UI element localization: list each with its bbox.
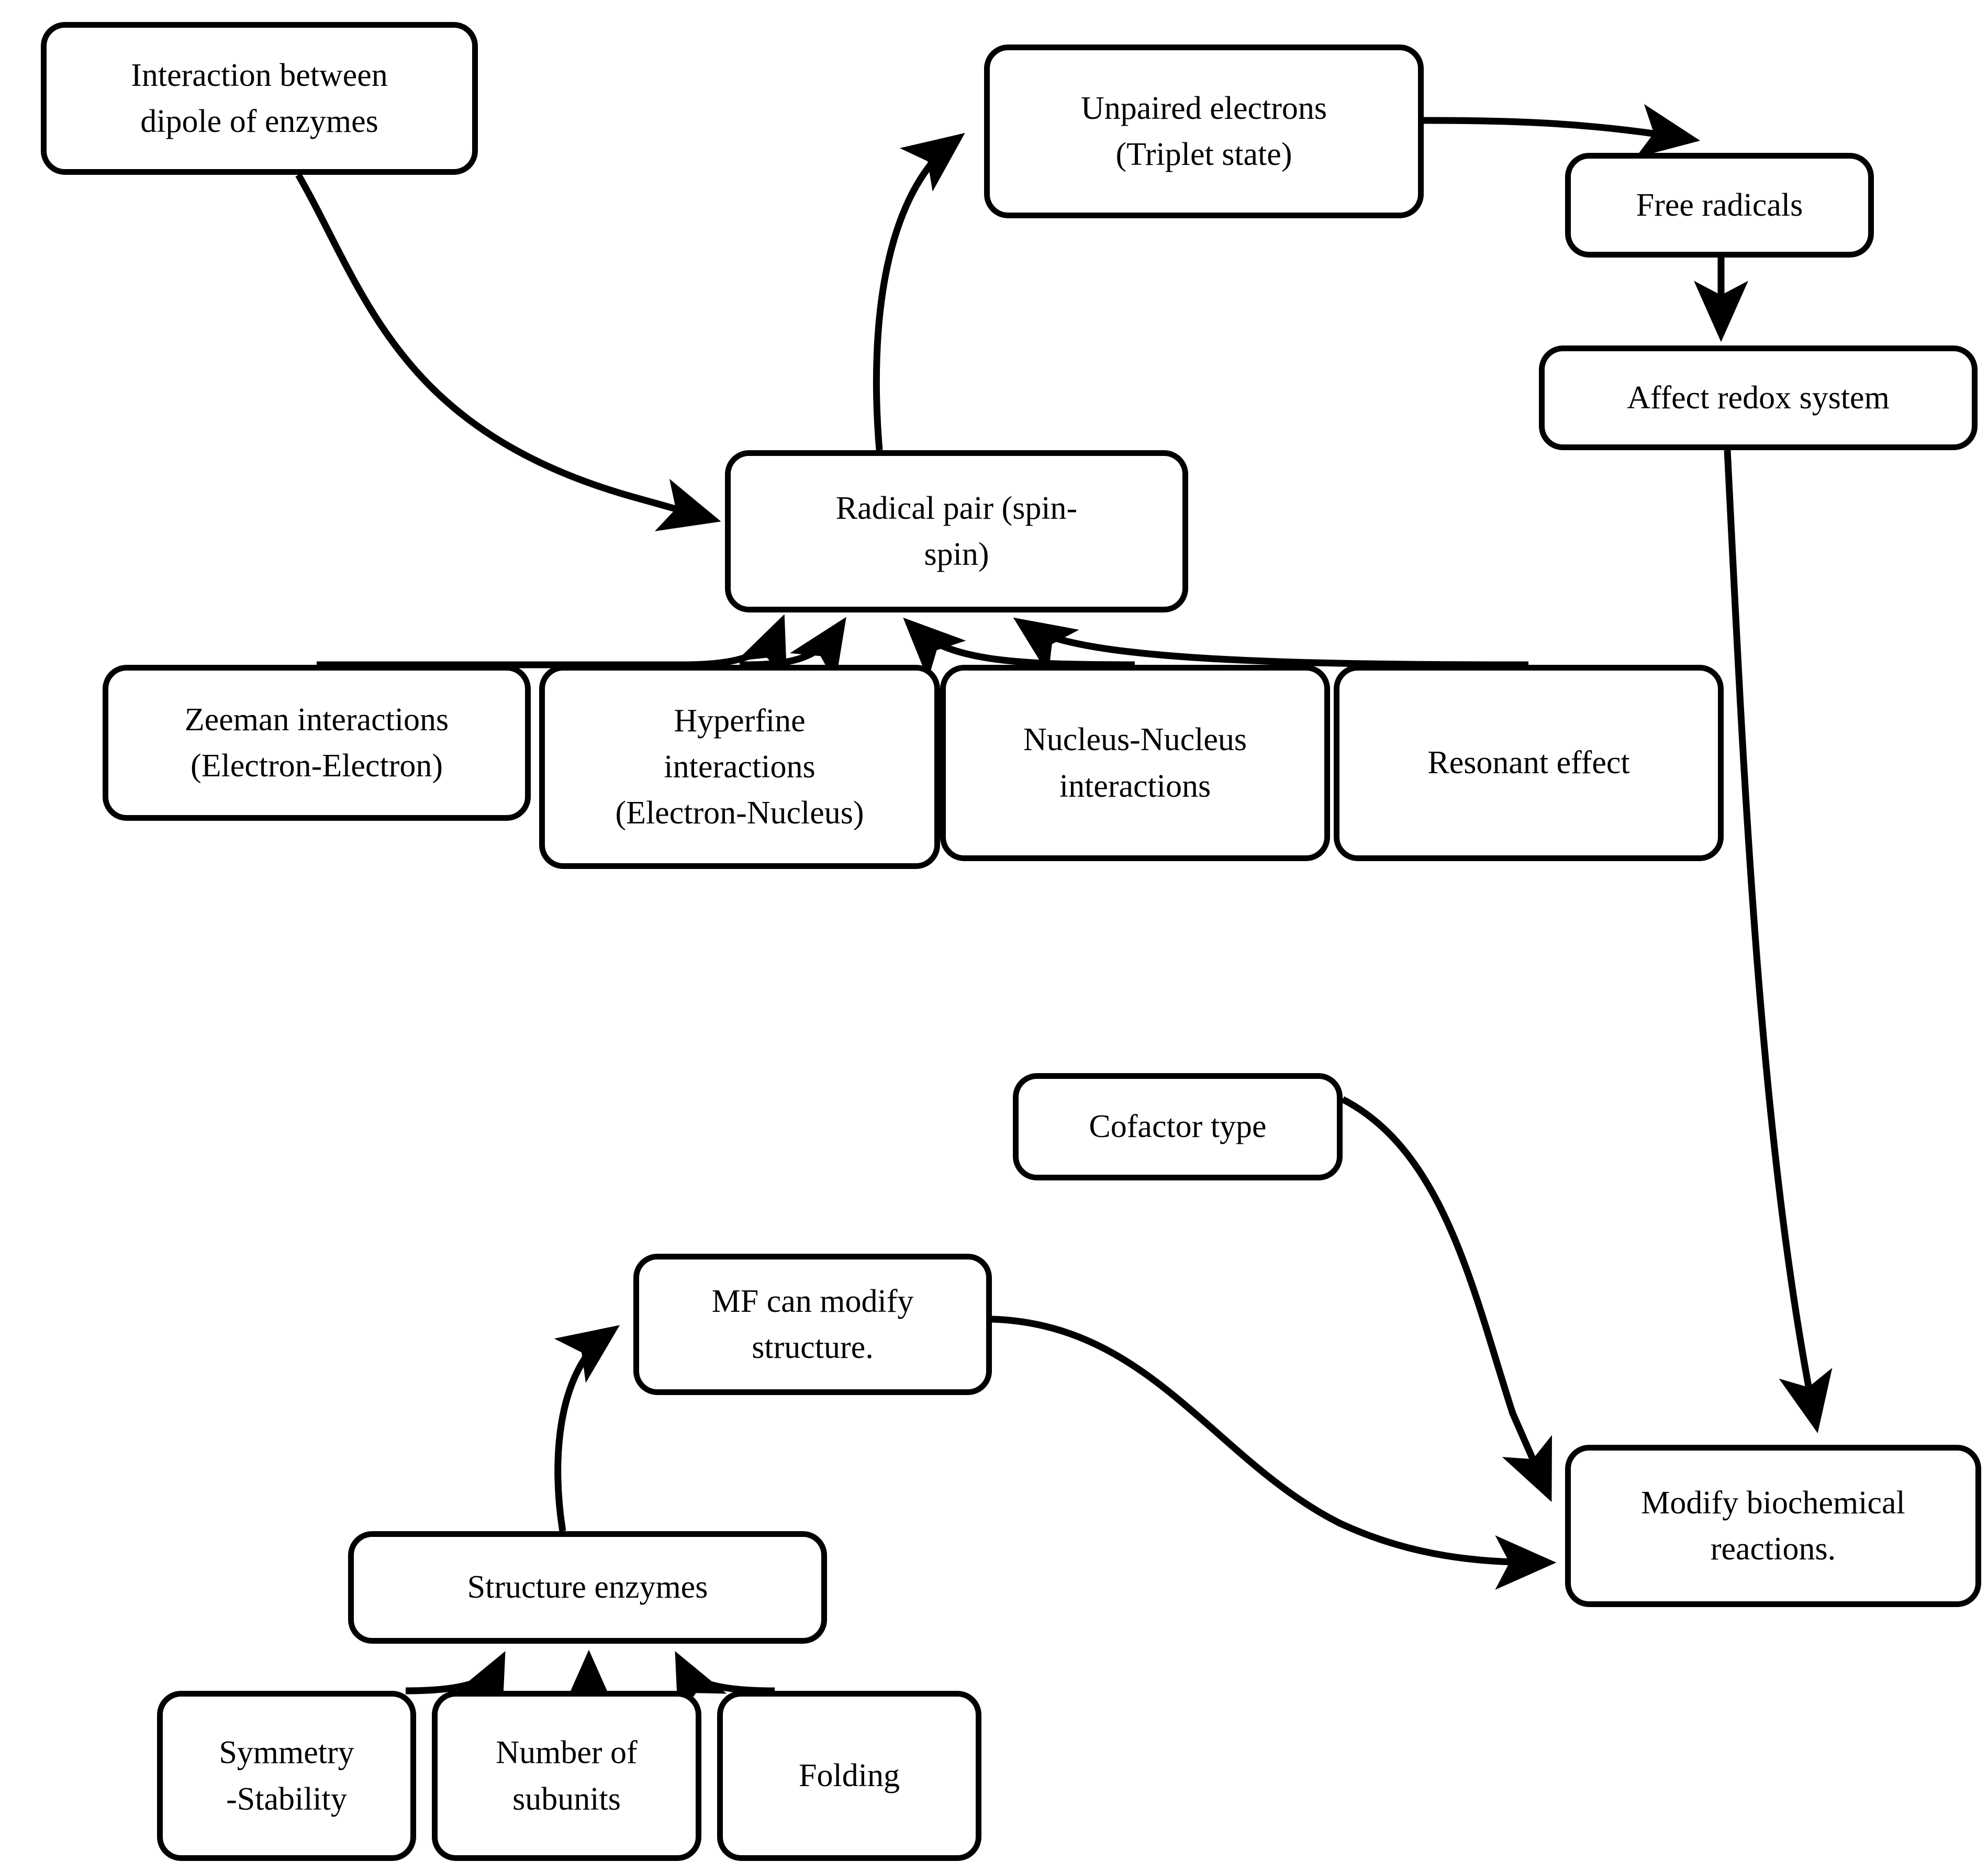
edge-radicalpair-to-unpaired <box>873 132 965 451</box>
node-unpaired-electrons[interactable]: Unpaired electrons(Triplet state) <box>984 44 1424 218</box>
node-label: Structure enzymes <box>467 1569 708 1605</box>
edge-mfmodify-to-modifybiochemical <box>991 1315 1557 1590</box>
node-folding[interactable]: Folding <box>717 1691 981 1861</box>
node-label: Free radicals <box>1636 187 1803 223</box>
node-label: Resonant effect <box>1427 745 1630 781</box>
edge-cofactor-to-modifybiochemical <box>1341 1096 1552 1502</box>
edge-nucleusnucleus-to-radicalpair <box>903 617 1135 680</box>
node-zeeman-interactions[interactable]: Zeeman interactions(Electron-Electron) <box>103 665 531 821</box>
node-label: Zeeman interactions(Electron-Electron) <box>184 701 449 784</box>
edge-symmetry-to-structureenzymes <box>405 1651 506 1718</box>
edge-redox-to-modifybiochemical <box>1724 450 1833 1433</box>
edge-unpaired-to-freeradicals <box>1423 104 1701 158</box>
node-structure-enzymes[interactable]: Structure enzymes <box>348 1531 827 1644</box>
edge-folding-to-structureenzymes <box>675 1651 775 1718</box>
node-resonant-effect[interactable]: Resonant effect <box>1334 665 1724 861</box>
edge-hyperfine-to-radicalpair <box>739 617 846 683</box>
node-label: Symmetry-Stability <box>219 1735 354 1817</box>
edge-zeeman-to-radicalpair <box>317 614 787 682</box>
node-label: Unpaired electrons(Triplet state) <box>1081 90 1327 172</box>
node-label: Folding <box>799 1758 900 1794</box>
node-cofactor-type[interactable]: Cofactor type <box>1013 1073 1343 1180</box>
node-affect-redox-system[interactable]: Affect redox system <box>1539 345 1978 450</box>
node-symmetry-stability[interactable]: Symmetry-Stability <box>157 1691 416 1861</box>
edge-resonant-to-radicalpair <box>1013 617 1529 675</box>
node-free-radicals[interactable]: Free radicals <box>1565 153 1874 258</box>
node-label: Affect redox system <box>1627 380 1890 416</box>
node-label: Radical pair (spin-spin) <box>835 490 1078 572</box>
edge-structureenzymes-to-mfmodify <box>554 1325 620 1532</box>
node-label: Cofactor type <box>1089 1109 1267 1145</box>
node-radical-pair[interactable]: Radical pair (spin-spin) <box>725 450 1188 612</box>
edge-interaction-to-radicalpair <box>295 173 721 531</box>
